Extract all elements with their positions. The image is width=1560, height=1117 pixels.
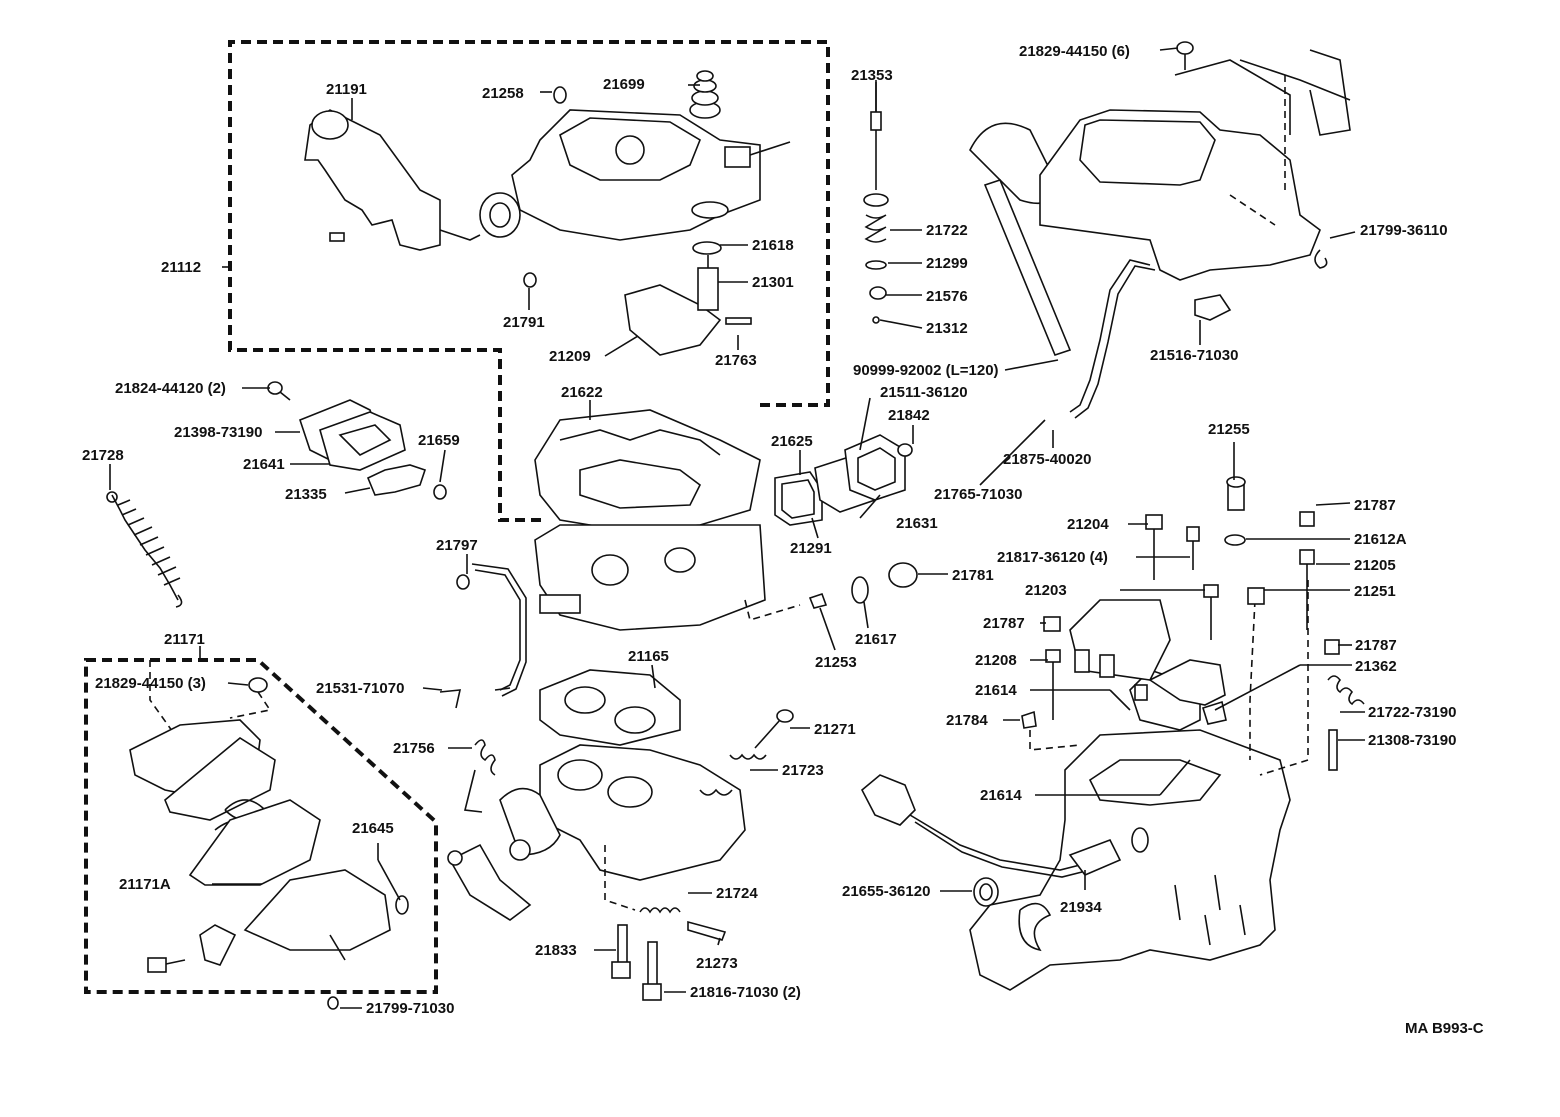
label-21299[interactable]: 21299	[926, 255, 968, 272]
label-21205[interactable]: 21205	[1354, 557, 1396, 574]
throttle-body	[447, 709, 794, 921]
label-21171A[interactable]: 21171A	[119, 876, 171, 893]
label-21362[interactable]: 21362	[1355, 658, 1397, 675]
label-21251[interactable]: 21251	[1354, 583, 1396, 600]
label-21756[interactable]: 21756	[393, 740, 435, 757]
label-21728[interactable]: 21728	[82, 447, 124, 464]
gaskets-21625-21631	[744, 434, 918, 622]
float-and-needle	[523, 241, 752, 356]
label-21641[interactable]: 21641	[243, 456, 285, 473]
label-21622[interactable]: 21622	[561, 384, 603, 401]
label-21824-44120[interactable]: 21824-44120 (2)	[115, 380, 226, 397]
label-21273[interactable]: 21273	[696, 955, 738, 972]
label-21797[interactable]: 21797	[436, 537, 478, 554]
intake-manifold	[969, 580, 1309, 991]
reference-code: MA B993-C	[1405, 1020, 1484, 1037]
label-21253[interactable]: 21253	[815, 654, 857, 671]
label-21781[interactable]: 21781	[952, 567, 994, 584]
label-21829-44150-left[interactable]: 21829-44150 (3)	[95, 675, 206, 692]
label-21791[interactable]: 21791	[503, 314, 545, 331]
label-21787-c[interactable]: 21787	[1355, 637, 1397, 654]
vacuum-line-21797	[456, 563, 527, 697]
label-21191[interactable]: 21191	[326, 81, 367, 98]
sensor-and-wire-21934	[860, 774, 1122, 907]
label-21618[interactable]: 21618	[752, 237, 794, 254]
label-21614-b[interactable]: 21614	[980, 787, 1022, 804]
label-21875-40020[interactable]: 21875-40020	[1003, 451, 1091, 468]
air-horn-cover	[479, 70, 791, 241]
label-21398-73190[interactable]: 21398-73190	[174, 424, 262, 441]
label-21312[interactable]: 21312	[926, 320, 968, 337]
label-21576[interactable]: 21576	[926, 288, 968, 305]
label-21208[interactable]: 21208	[975, 652, 1017, 669]
label-21699[interactable]: 21699	[603, 76, 645, 93]
label-21787-b[interactable]: 21787	[983, 615, 1025, 632]
label-21165[interactable]: 21165	[628, 648, 669, 665]
intake-cover-plate	[1039, 41, 1351, 321]
label-21625[interactable]: 21625	[771, 433, 813, 450]
label-21516-71030[interactable]: 21516-71030	[1150, 347, 1238, 364]
label-21655-36120[interactable]: 21655-36120	[842, 883, 930, 900]
label-21723[interactable]: 21723	[782, 762, 824, 779]
group-box-21112	[222, 40, 830, 522]
label-21112[interactable]: 21112	[161, 259, 201, 276]
label-21799-71030[interactable]: 21799-71030	[366, 1000, 454, 1017]
bolts-and-studs-right	[1021, 476, 1365, 771]
label-21204[interactable]: 21204	[1067, 516, 1109, 533]
label-21784[interactable]: 21784	[946, 712, 988, 729]
label-21645[interactable]: 21645	[352, 820, 394, 837]
leader-lines	[109, 47, 1365, 1009]
label-21301[interactable]: 21301	[752, 274, 794, 291]
label-21722-73190[interactable]: 21722-73190	[1368, 704, 1456, 721]
label-21353[interactable]: 21353	[851, 67, 893, 84]
label-21816-71030[interactable]: 21816-71030 (2)	[690, 984, 801, 1001]
label-21291[interactable]: 21291	[790, 540, 832, 557]
choke-breaker-diaphragm	[304, 109, 481, 251]
label-21817-36120[interactable]: 21817-36120 (4)	[997, 549, 1108, 566]
springs-and-screws-bottom	[439, 687, 727, 1001]
label-21829-44150-top[interactable]: 21829-44150 (6)	[1019, 43, 1130, 60]
label-21799-36110[interactable]: 21799-36110	[1360, 222, 1448, 239]
label-21271[interactable]: 21271	[814, 721, 856, 738]
label-21833[interactable]: 21833	[535, 942, 577, 959]
power-valve-column	[863, 80, 889, 324]
carburetor-body-main	[534, 409, 766, 631]
throttle-return-spring	[106, 491, 183, 608]
label-21787-a[interactable]: 21787	[1354, 497, 1396, 514]
label-21203[interactable]: 21203	[1025, 582, 1067, 599]
label-21722[interactable]: 21722	[926, 222, 968, 239]
label-21258[interactable]: 21258	[482, 85, 524, 102]
label-21255[interactable]: 21255	[1208, 421, 1250, 438]
label-21631[interactable]: 21631	[896, 515, 938, 532]
dashpot-assembly-21171	[129, 660, 409, 1010]
label-21765-71030[interactable]: 21765-71030	[934, 486, 1022, 503]
label-21842[interactable]: 21842	[888, 407, 930, 424]
group-box-21171	[84, 658, 438, 994]
label-21724[interactable]: 21724	[716, 885, 758, 902]
label-21335[interactable]: 21335	[285, 486, 327, 503]
label-21511-36120[interactable]: 21511-36120	[880, 384, 968, 401]
label-21659[interactable]: 21659	[418, 432, 460, 449]
label-21171[interactable]: 21171	[164, 631, 205, 648]
label-21308-73190[interactable]: 21308-73190	[1368, 732, 1456, 749]
label-21617[interactable]: 21617	[855, 631, 897, 648]
fuel-pipe-and-hose	[969, 122, 1156, 419]
label-21209[interactable]: 21209	[549, 348, 591, 365]
gasket-plates-21398	[267, 381, 447, 500]
label-90999-92002[interactable]: 90999-92002 (L=120)	[853, 362, 999, 379]
flange-gasket-21165	[539, 669, 681, 746]
label-21934[interactable]: 21934	[1060, 899, 1102, 916]
label-21531-71070[interactable]: 21531-71070	[316, 680, 404, 697]
label-21763[interactable]: 21763	[715, 352, 757, 369]
label-21612A[interactable]: 21612A	[1354, 531, 1407, 548]
part-labels: 21191 21258 21699 21353 21829-44150 (6) …	[82, 43, 1484, 1037]
label-21614-a[interactable]: 21614	[975, 682, 1017, 699]
